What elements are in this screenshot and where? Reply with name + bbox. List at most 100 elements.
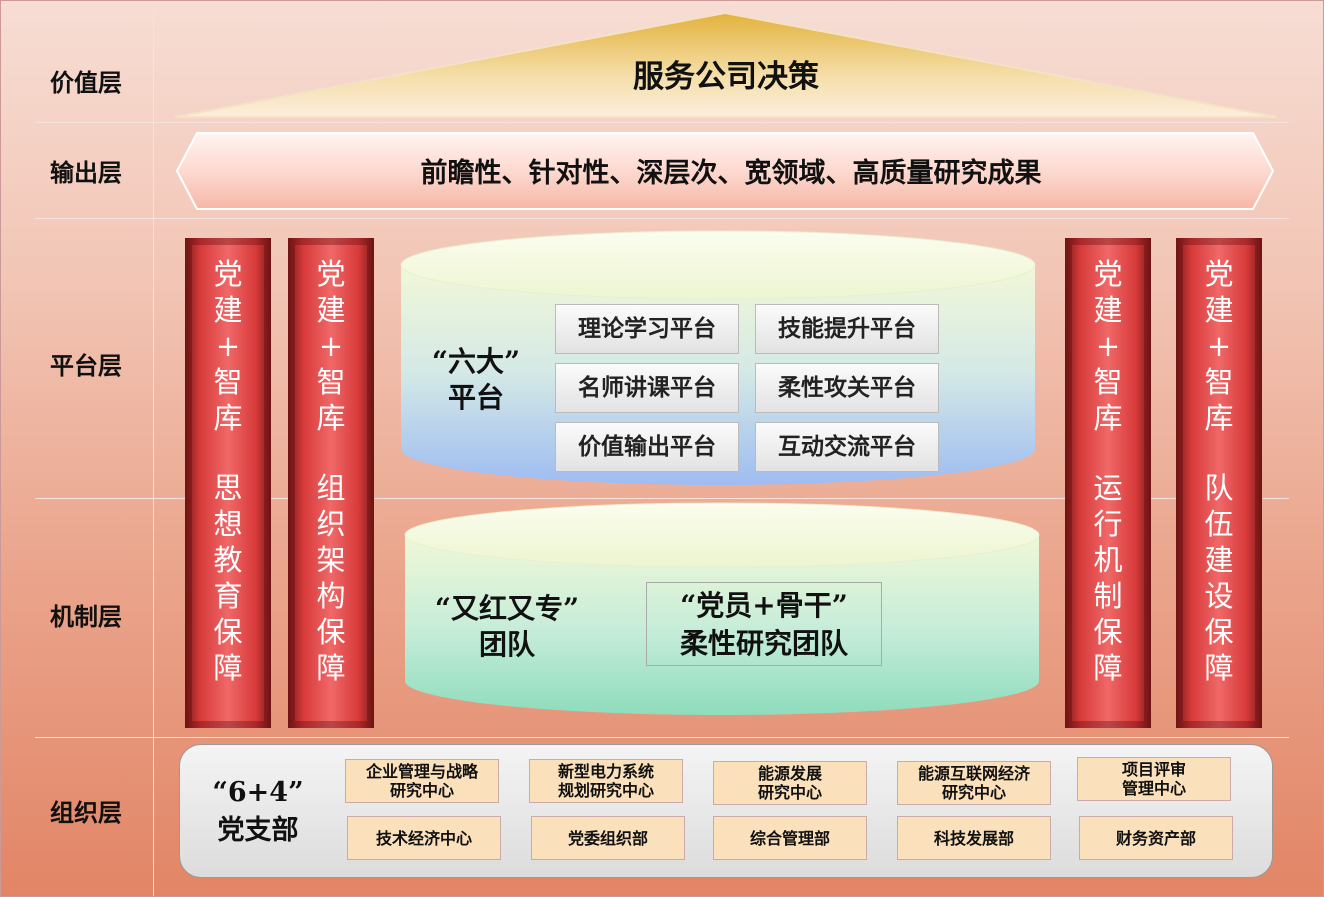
- org-department: 综合管理部: [713, 816, 867, 860]
- pillar-char: 党: [213, 257, 243, 291]
- org-unit-line1: 能源发展: [757, 764, 822, 783]
- roof-title: 服务公司决策: [633, 59, 819, 95]
- pillar-char: 队: [1204, 471, 1234, 505]
- row-divider: [35, 737, 1289, 738]
- pillar-char: 库: [213, 401, 243, 435]
- org-department: 党委组织部: [531, 816, 685, 860]
- pillar-char: 智: [213, 365, 243, 399]
- org-unit-line2: 研究中心: [389, 781, 454, 800]
- org-unit: 能源互联网经济研究中心: [897, 761, 1051, 805]
- org-unit-line1: 能源互联网经济: [917, 764, 1030, 783]
- pillar-char: 建: [1204, 293, 1234, 327]
- pillar-char: 建: [1093, 293, 1123, 327]
- pillar-char: +: [1206, 329, 1232, 363]
- roof-shape: [174, 11, 1278, 210]
- org-unit-line2: 管理中心: [1121, 779, 1186, 798]
- pillar-char: 智: [1204, 365, 1234, 399]
- pillar-operation: 党 建 + 智 库 运 行 机 制 保 障: [1065, 238, 1151, 728]
- pillar-char: 伍: [1204, 507, 1234, 541]
- pillar-char: 党: [1093, 257, 1123, 291]
- output-text: 前瞻性、针对性、深层次、宽领域、高质量研究成果: [420, 158, 1042, 189]
- org-unit-line1: 新型电力系统: [557, 762, 654, 781]
- layer-label-mechanism: 机制层: [50, 602, 122, 631]
- pillar-char: 党: [1204, 257, 1234, 291]
- pillar-char: 构: [316, 579, 346, 613]
- pillar-char: 育: [213, 579, 243, 613]
- row-divider: [35, 498, 1289, 499]
- pillar-char: 架: [316, 543, 346, 577]
- pillar-char: 机: [1093, 543, 1123, 577]
- pillar-char: 制: [1093, 579, 1123, 613]
- org-unit: 企业管理与战略研究中心: [345, 759, 499, 803]
- pillar-char: 障: [213, 651, 243, 685]
- pillar-char: +: [1095, 329, 1121, 363]
- layer-label-platform: 平台层: [50, 351, 122, 380]
- pillar-char: 障: [316, 651, 346, 685]
- platform-item: 技能提升平台: [755, 304, 939, 354]
- pillar-char: 织: [316, 507, 346, 541]
- pillar-char: 思: [213, 471, 243, 505]
- layer-label-organization: 组织层: [50, 798, 122, 827]
- pillar-team: 党 建 + 智 库 队 伍 建 设 保 障: [1176, 238, 1262, 728]
- pillar-char: 智: [316, 365, 346, 399]
- pillar-ideology: 党 建 + 智 库 思 想 教 育 保 障: [185, 238, 271, 728]
- mechanism-cylinder: [404, 502, 1040, 715]
- platform-label: “六大” 平台: [411, 344, 541, 416]
- pillar-char: 运: [1093, 471, 1123, 505]
- pillar-char: 组: [316, 471, 346, 505]
- pillar-char: 智: [1093, 365, 1123, 399]
- platform-item: 理论学习平台: [555, 304, 739, 354]
- org-department: 技术经济中心: [347, 816, 501, 860]
- pillar-char: 障: [1093, 651, 1123, 685]
- pillar-char: 库: [1204, 401, 1234, 435]
- party-branch-line1: “6+4”: [212, 777, 304, 808]
- team-red-expert: “又红又专” 团队: [419, 591, 595, 663]
- platform-item: 柔性攻关平台: [755, 363, 939, 413]
- pillar-char: 库: [316, 401, 346, 435]
- team-red-expert-line2: 团队: [478, 628, 535, 661]
- pillar-char: 党: [316, 257, 346, 291]
- party-branch-line2: 党支部: [217, 815, 299, 846]
- org-unit-line2: 规划研究中心: [557, 781, 654, 800]
- platform-label-line2: 平台: [447, 381, 504, 414]
- team-flexible-line1: “党员+骨干”: [680, 589, 848, 622]
- pillar-organization: 党 建 + 智 库 组 织 架 构 保 障: [288, 238, 374, 728]
- pillar-char: 建: [213, 293, 243, 327]
- pillar-char: +: [215, 329, 241, 363]
- row-divider: [35, 122, 1289, 123]
- pillar-char: 建: [1204, 543, 1234, 577]
- team-flexible-research: “党员+骨干” 柔性研究团队: [646, 582, 882, 666]
- pillar-char: 建: [316, 293, 346, 327]
- pillar-char: 设: [1204, 579, 1234, 613]
- pillar-char: 保: [316, 615, 346, 649]
- row-divider: [35, 218, 1289, 219]
- output-arrow-band: [175, 132, 1275, 210]
- column-divider: [153, 9, 154, 896]
- platform-item: 名师讲课平台: [555, 363, 739, 413]
- team-red-expert-line1: “又红又专”: [434, 592, 580, 625]
- pillar-char: 保: [213, 615, 243, 649]
- party-branch-label: “6+4” 党支部: [199, 774, 317, 850]
- layer-label-output: 输出层: [50, 158, 122, 187]
- org-unit: 能源发展研究中心: [713, 761, 867, 805]
- team-flexible-line2: 柔性研究团队: [679, 627, 848, 660]
- pillar-char: 保: [1204, 615, 1234, 649]
- org-unit-line1: 企业管理与战略: [365, 762, 478, 781]
- org-unit: 项目评审管理中心: [1077, 757, 1231, 801]
- pillar-char: 障: [1204, 651, 1234, 685]
- pillar-char: 想: [213, 507, 243, 541]
- layer-label-value: 价值层: [50, 68, 122, 97]
- org-department: 财务资产部: [1079, 816, 1233, 860]
- pillar-char: 库: [1093, 401, 1123, 435]
- org-unit-line2: 研究中心: [941, 783, 1006, 802]
- org-unit: 新型电力系统规划研究中心: [529, 759, 683, 803]
- org-unit-line1: 项目评审: [1121, 760, 1186, 779]
- platform-item: 互动交流平台: [755, 422, 939, 472]
- platform-item: 价值输出平台: [555, 422, 739, 472]
- org-department: 科技发展部: [897, 816, 1051, 860]
- pillar-char: 保: [1093, 615, 1123, 649]
- platform-label-line1: “六大”: [431, 345, 521, 378]
- pillar-char: +: [318, 329, 344, 363]
- pillar-char: 教: [213, 543, 243, 577]
